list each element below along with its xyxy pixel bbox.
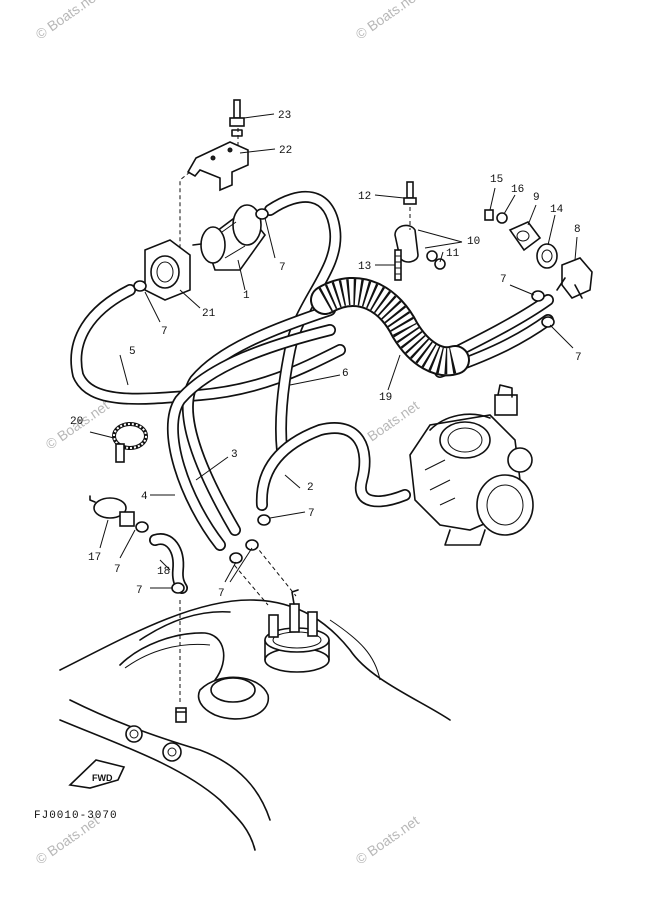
callout-13: 13 bbox=[358, 261, 371, 273]
carburetor bbox=[409, 384, 534, 546]
callout-20: 20 bbox=[70, 416, 83, 428]
bracket-22 bbox=[186, 141, 249, 192]
callout-5: 5 bbox=[129, 346, 136, 358]
screw-23 bbox=[229, 99, 245, 137]
fitting-8-9-14-15-16 bbox=[484, 209, 593, 299]
corrugated-duct-19 bbox=[310, 276, 470, 377]
callout-2: 2 bbox=[307, 482, 314, 494]
hose-18 bbox=[149, 533, 188, 594]
clips-7 bbox=[133, 208, 555, 594]
callout-19: 19 bbox=[379, 392, 392, 404]
fwd-label: FWD bbox=[92, 773, 113, 783]
fuel-tank bbox=[59, 599, 451, 851]
callout-7-tank: 7 bbox=[136, 585, 143, 597]
callout-4: 4 bbox=[141, 491, 148, 503]
callout-16: 16 bbox=[511, 184, 524, 196]
callout-7-sender: 7 bbox=[218, 588, 225, 600]
fuel-sender-unit bbox=[264, 589, 330, 673]
callout-12: 12 bbox=[358, 191, 371, 203]
hose-4 bbox=[166, 324, 336, 551]
callout-17: 17 bbox=[88, 552, 101, 564]
hose-2 bbox=[255, 422, 411, 511]
clamp-20 bbox=[112, 422, 148, 463]
callout-1: 1 bbox=[243, 290, 250, 302]
clamp-assembly-12-13 bbox=[394, 181, 446, 281]
callout-7-valve: 7 bbox=[114, 564, 121, 576]
holder-21 bbox=[144, 239, 191, 301]
hoses bbox=[70, 191, 554, 594]
callout-7-holder: 7 bbox=[161, 326, 168, 338]
callout-23: 23 bbox=[278, 110, 291, 122]
watermarks: © Boats.net © Boats.net © Boats.net © Bo… bbox=[33, 0, 422, 867]
fuel-filter-1 bbox=[192, 204, 267, 271]
leader-lines bbox=[89, 113, 578, 589]
callout-6: 6 bbox=[342, 368, 349, 380]
diagram-code: FJ0010-3070 bbox=[34, 810, 118, 822]
callout-14: 14 bbox=[550, 204, 564, 216]
vent-fitting bbox=[175, 707, 187, 723]
callout-15: 15 bbox=[490, 174, 503, 186]
callouts: 23 22 7 1 21 7 5 6 19 20 3 2 4 7 17 7 18… bbox=[70, 110, 582, 600]
callout-8: 8 bbox=[574, 224, 581, 236]
watermark-bottom-right: © Boats.net bbox=[353, 812, 422, 867]
callout-11: 11 bbox=[446, 248, 460, 260]
callout-7-upper: 7 bbox=[500, 274, 507, 286]
callout-18: 18 bbox=[157, 566, 170, 578]
callout-7-hose2: 7 bbox=[308, 508, 315, 520]
callout-22: 22 bbox=[279, 145, 292, 157]
watermark-top-right: © Boats.net bbox=[353, 0, 422, 42]
callout-7-filter: 7 bbox=[279, 262, 286, 274]
callout-9: 9 bbox=[533, 192, 540, 204]
check-valve-17 bbox=[89, 495, 135, 527]
callout-21: 21 bbox=[202, 308, 216, 320]
callout-3: 3 bbox=[231, 449, 238, 461]
callout-7-right: 7 bbox=[575, 352, 582, 364]
fwd-arrow: FWD bbox=[68, 759, 126, 789]
hose-6 bbox=[264, 191, 342, 456]
watermark-top-left: © Boats.net bbox=[33, 0, 102, 42]
drain-plates bbox=[125, 725, 182, 762]
callout-10: 10 bbox=[467, 236, 480, 248]
